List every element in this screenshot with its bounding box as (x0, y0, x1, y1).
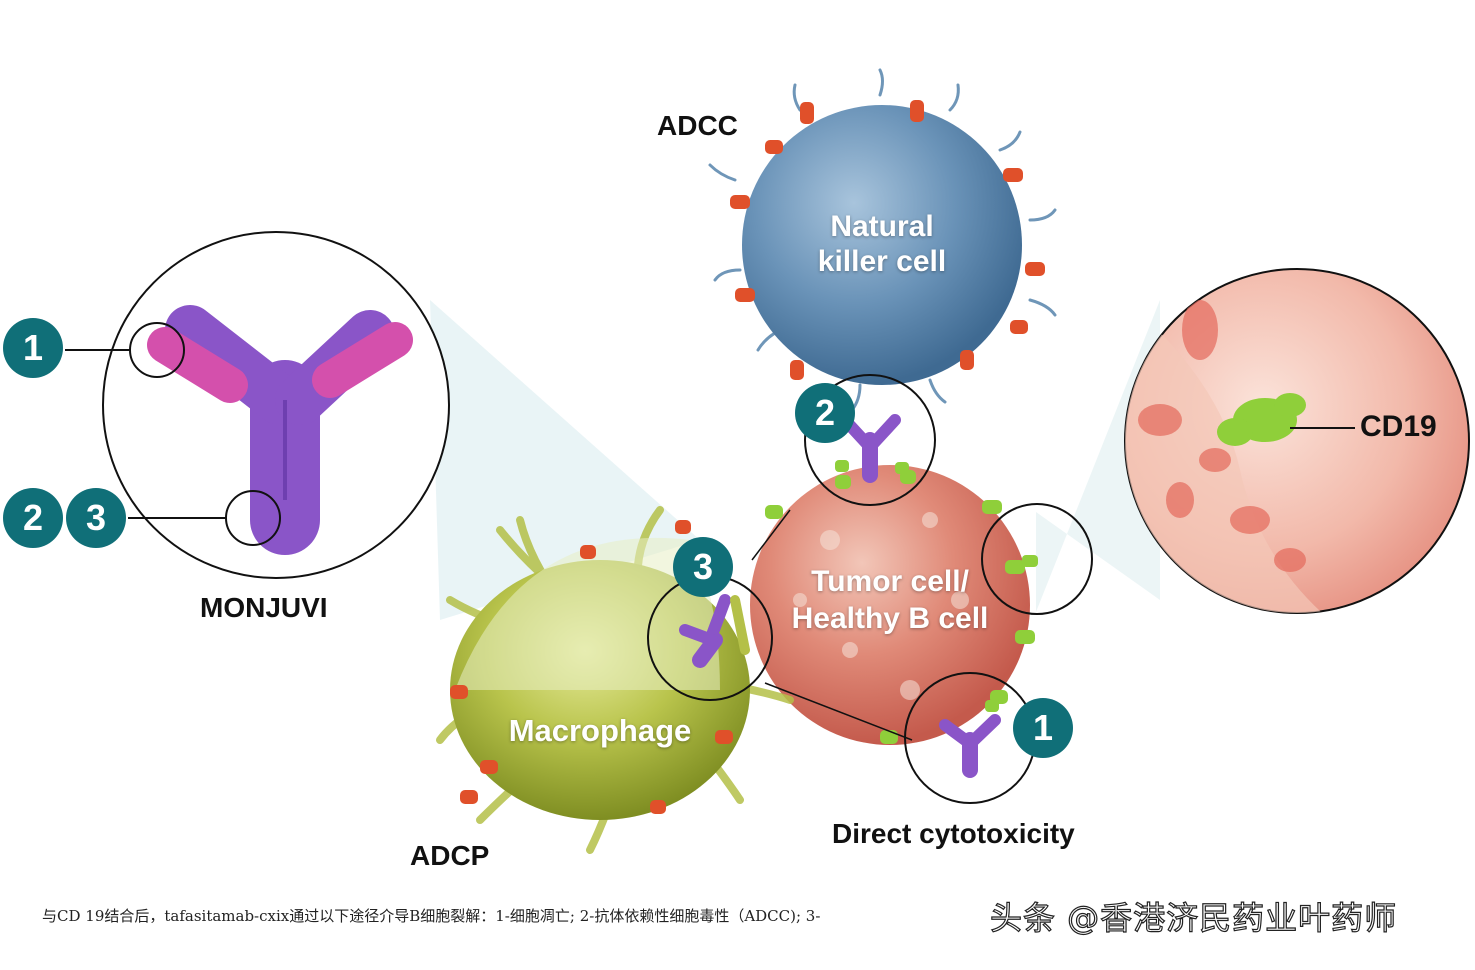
badge-adcp-monjuvi: 3 (66, 488, 126, 548)
zoom-cone-right (1036, 300, 1160, 612)
direct-cytotoxicity-label: Direct cytotoxicity (832, 818, 1075, 849)
watermark: 头条 @香港济民药业叶药师 (989, 898, 1398, 937)
macrophage-cell (436, 506, 794, 854)
antibody-zoom-circle (65, 231, 450, 579)
antibody-large (147, 305, 413, 555)
macrophage-label: Macrophage (508, 713, 692, 748)
badge-direct: 1 (1013, 698, 1073, 758)
badge-adcc: 2 (795, 383, 855, 443)
tumor-cell-label-line2: Healthy B cell (791, 602, 989, 635)
nk-cell (708, 68, 1057, 412)
monjuvi-label: MONJUVI (200, 592, 328, 623)
cd19-pointer-circle (981, 503, 1093, 615)
nk-cell-label-line2: killer cell (817, 245, 947, 278)
badge-apoptosis-monjuvi: 1 (3, 318, 63, 378)
adcp-label: ADCP (410, 840, 490, 871)
cd19-zoom-circle (1124, 268, 1470, 614)
tumor-cell-label-line1: Tumor cell/ (811, 565, 969, 598)
figure-caption: 与CD 19结合后，tafasitamab-cxix通过以下途径介导B细胞裂解：… (42, 907, 821, 925)
adcc-label: ADCC (657, 110, 738, 141)
connector-line (751, 509, 791, 561)
tumor-cell (750, 465, 1035, 745)
direct-interaction-circle (904, 672, 1036, 804)
nk-cell-label-line1: Natural (830, 210, 934, 243)
badge-adcp: 3 (673, 537, 733, 597)
badge-adcc-monjuvi: 2 (3, 488, 63, 548)
connector-line (764, 682, 913, 741)
cd19-label: CD19 (1360, 410, 1437, 443)
